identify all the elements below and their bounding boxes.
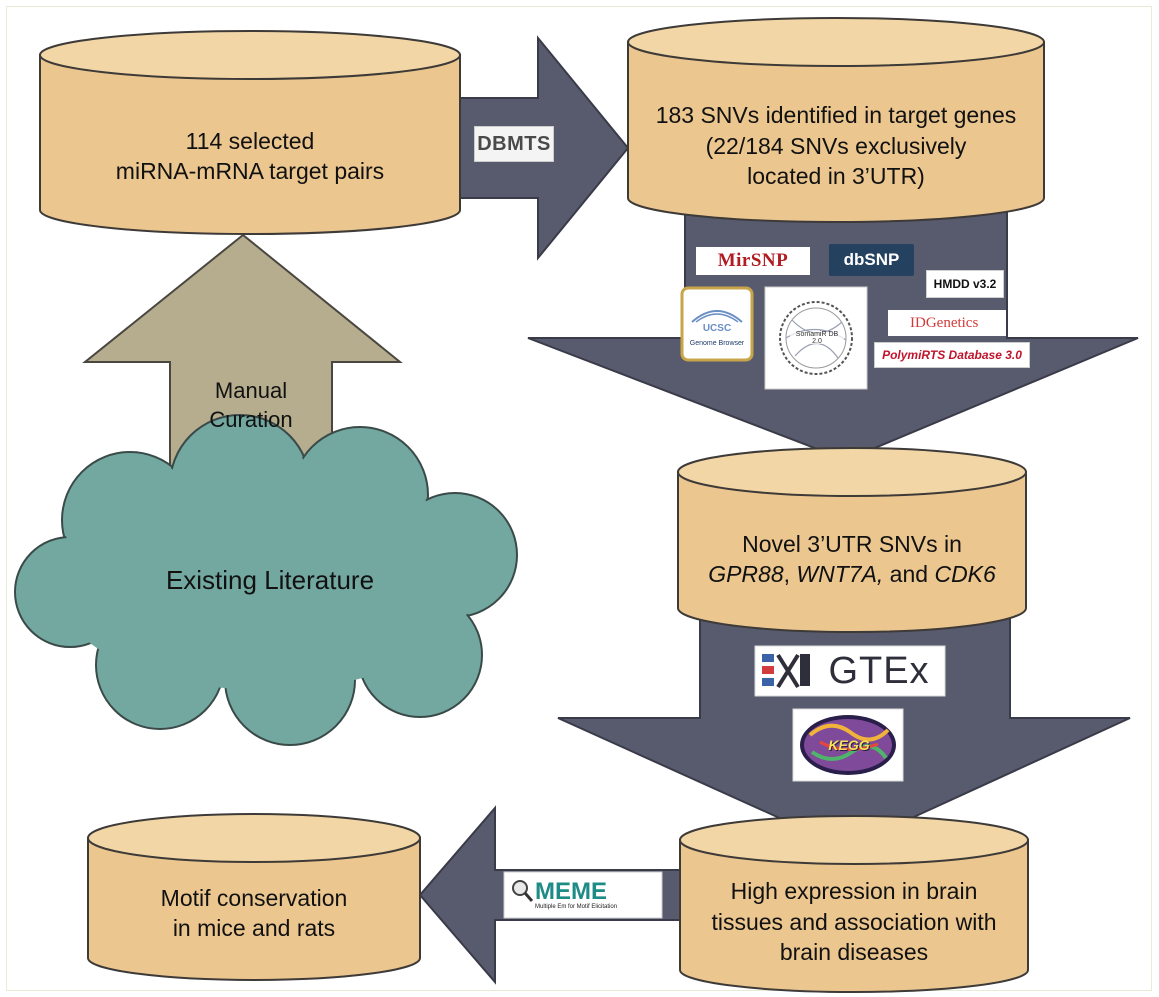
cylinder-pairs — [39, 30, 461, 235]
manual-curation-label: Manual Curation — [170, 365, 332, 445]
box-novel-line2: GPR88, WNT7A, and CDK6 — [708, 559, 996, 589]
box-snvs-line2: (22/184 SNVs exclusively — [705, 132, 967, 159]
box-motif-line2: in mice and rats — [172, 915, 336, 941]
ucsc-logo-subtitle: Genome Browser — [689, 340, 745, 347]
cylinder-snvs — [627, 17, 1045, 223]
dbsnp-logo: dbSNP — [829, 244, 914, 276]
manual-curation-line1: Manual — [214, 377, 288, 403]
idgenetics-logo: IDGenetics — [888, 310, 1006, 336]
kegg-logo: KEGG — [828, 737, 870, 753]
polymirts-logo: PolymiRTS Database 3.0 — [874, 342, 1030, 368]
meme-logo: MEME Multiple Em for Motif Elicitation — [535, 873, 661, 917]
gene-cdk6: CDK6 — [934, 561, 996, 587]
manual-curation-line2: Curation — [209, 407, 293, 432]
gtex-icon — [754, 645, 946, 697]
gene-sep2: and — [883, 561, 935, 587]
ucsc-logo: UCSC Genome Browser — [684, 290, 750, 358]
cylinder-expression — [679, 815, 1029, 993]
ucsc-logo-graphic — [680, 286, 754, 362]
box-pairs-line1: 114 selected — [185, 127, 315, 154]
box-novel-label: Novel 3’UTR SNVs in GPR88, WNT7A, and CD… — [678, 516, 1026, 602]
box-pairs-line2: miRNA-mRNA target pairs — [115, 158, 385, 184]
box-novel-line1: Novel 3’UTR SNVs in — [742, 530, 962, 557]
box-expression-label: High expression in brain tissues and ass… — [680, 862, 1028, 982]
ucsc-logo-title: UCSC — [702, 323, 732, 334]
cylinder-motif — [87, 813, 421, 981]
hmdd-logo: HMDD v3.2 — [926, 270, 1004, 298]
box-pairs-label: 114 selected miRNA-mRNA target pairs — [60, 108, 440, 204]
gene-gpr88: GPR88 — [708, 561, 784, 587]
box-snvs-line3: located in 3’UTR) — [747, 163, 925, 190]
meme-icon — [503, 871, 663, 919]
gene-sep1: , — [783, 561, 797, 587]
box-expression-line1: High expression in brain — [730, 878, 978, 905]
box-expression-line3: brain diseases — [779, 939, 929, 966]
cylinder-novel — [677, 447, 1027, 633]
kegg-icon — [792, 708, 904, 782]
box-motif-line1: Motif conservation — [160, 884, 348, 911]
meme-logo-title: MEME — [535, 878, 607, 905]
dbmts-logo: DBMTS — [474, 126, 554, 162]
mirsnp-logo: MirSNP — [696, 247, 810, 275]
somamir-label: SomamiR DB 2.0 — [790, 331, 844, 345]
gtex-logo: GTEx — [828, 649, 930, 692]
existing-literature-label: Existing Literature — [165, 564, 375, 595]
figure-frame — [6, 6, 1152, 991]
gene-wnt7a: WNT7A, — [796, 561, 884, 587]
meme-logo-subtitle: Multiple Em for Motif Elicitation — [535, 904, 618, 910]
box-expression-line2: tissues and association with — [711, 908, 997, 935]
box-motif-label: Motif conservation in mice and rats — [88, 868, 420, 958]
box-snvs-line1: 183 SNVs identified in target genes — [655, 102, 1017, 129]
box-snvs-label: 183 SNVs identified in target genes (22/… — [628, 84, 1044, 208]
